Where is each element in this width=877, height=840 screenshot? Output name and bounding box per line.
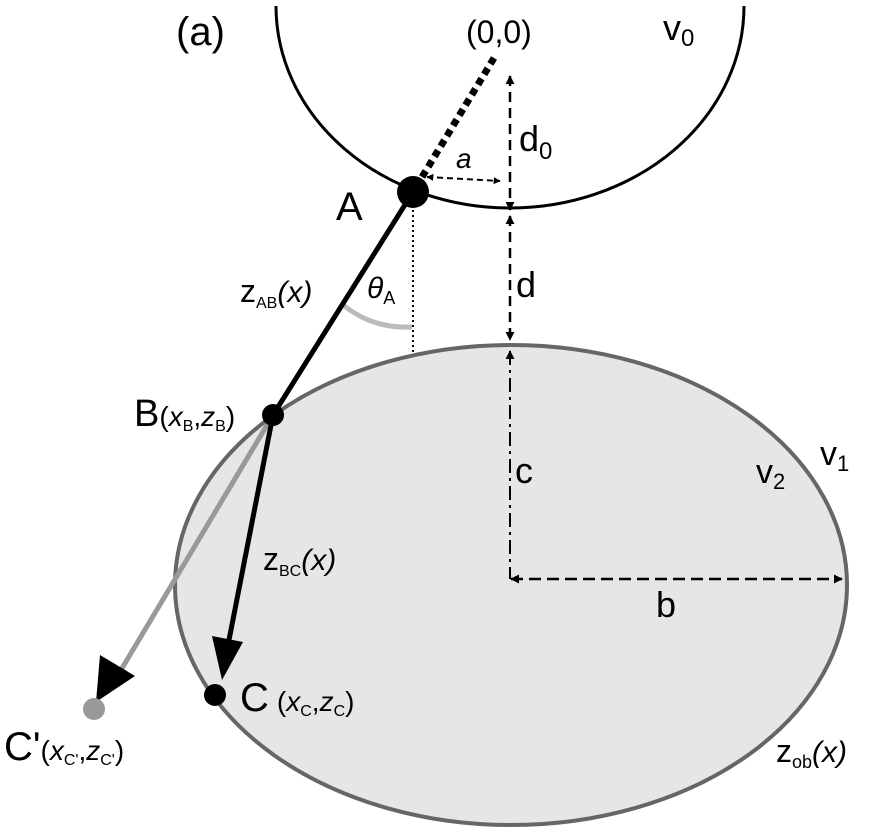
point-c-label: C(xC,zC) [240,676,354,720]
segment-bc-label: zBC(x) [263,541,336,580]
angle-arc [340,302,413,330]
boundary-label: zob(x) [776,733,847,772]
point-b-marker [262,404,284,426]
point-a-label: A [336,185,363,229]
ray-b-to-c [226,414,276,641]
velocity-v1-label: v1 [820,435,849,476]
point-c-marker [204,684,226,706]
panel-label: (a) [176,10,225,54]
lower-ellipse [173,343,849,827]
velocity-v0-label: v0 [663,7,694,52]
b-label: b [656,584,676,625]
a-label: a [456,143,472,174]
ray-b-to-cprime [112,413,276,682]
d0-label: d0 [519,118,552,165]
radius-dotted-line [410,56,497,194]
point-a-marker [397,176,429,208]
d-label: d [516,264,536,305]
velocity-v2-label: v2 [756,453,785,494]
point-cprime-marker [83,698,105,720]
origin-label: (0,0) [466,14,532,50]
ray-cprime-arrowhead [96,655,135,702]
a-dimension-arrow [426,173,501,185]
segment-ab-label: zAB(x) [240,273,312,312]
ray-c-arrowhead [212,636,243,680]
ray-a-to-b [270,190,416,417]
angle-theta-label: θA [367,272,395,308]
c-label: c [515,450,533,491]
point-cprime-label: C'(xC',zC') [4,725,124,769]
point-b-label: B(xB,zB) [134,393,235,435]
